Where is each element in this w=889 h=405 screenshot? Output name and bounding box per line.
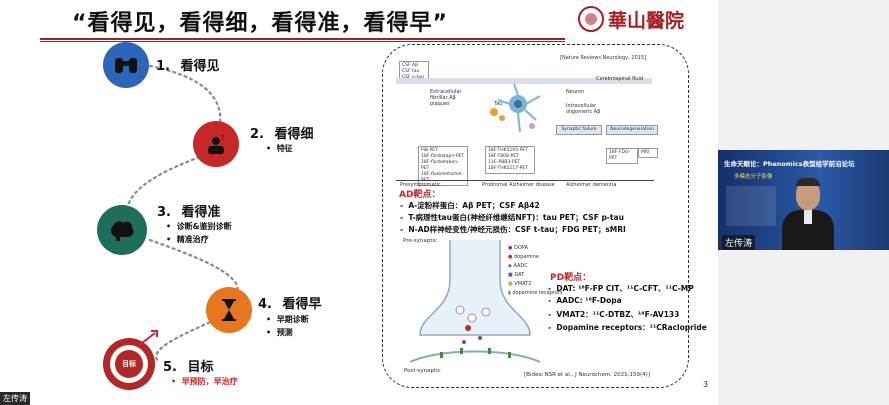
legend-dat: ■ DAT — [508, 272, 525, 278]
pd-target-title: PD靶点： — [550, 273, 592, 283]
item-4-label: 4. 看得早 — [258, 297, 322, 312]
neuron-label: Neuron — [566, 89, 585, 95]
legend-vmat2: ■ VMAT2 — [508, 281, 532, 287]
fdg-box: 18F-FDG-PET — [606, 148, 638, 164]
legend-aadc: ◆ AADC — [508, 263, 528, 269]
tau-label: Tau — [494, 101, 503, 107]
ad-bullet-a: - A-淀粉样蛋白：Aβ PET；CSF Aβ42 — [400, 201, 540, 210]
pd-bullet-vmat2: - VMAT2：¹¹C-DTBZ、¹⁸F-AV133 — [548, 310, 680, 319]
speaker-person — [780, 176, 836, 250]
hospital-logo: 華山醫院 — [608, 10, 685, 32]
binoculars-icon — [115, 58, 137, 73]
active-speaker-tag: 左传涛 — [0, 392, 30, 405]
csf-band — [396, 78, 652, 84]
target-circle: 目标 — [103, 338, 155, 390]
neurodegeneration-box: Neurodegeneration — [606, 125, 658, 135]
target-icon-text: 目标 — [122, 360, 136, 368]
title-underline — [40, 38, 565, 40]
hourglass-icon — [222, 299, 236, 321]
synapse-legend: ● DOPA ● dopamine ◆ AADC ■ DAT ■ VMAT2 ▮… — [508, 244, 563, 298]
title-underline-thin — [40, 41, 565, 42]
stage-presymptomatic: Presymptomatic — [400, 182, 441, 188]
slide-title: “看得见，看得细，看得准，看得早” — [72, 11, 448, 36]
speaker-video-tile[interactable]: 生命天眼论：Phenomics表型组学前沿论坛 多模态分子影像 — [718, 150, 889, 250]
post-synaptic-label: Post-synaptic — [404, 368, 441, 374]
binoculars-circle — [103, 42, 149, 88]
ad-bullet-t: - T-病理性tau蛋白(神经纤维缠结NFT)：tau PET；CSF p-ta… — [400, 213, 624, 222]
pd-bullet-receptors: - Dopamine receptors：¹¹CRaclopride — [548, 323, 707, 332]
backdrop-panel — [726, 186, 776, 226]
person-question-icon: ? — [208, 134, 225, 154]
pd-bullet-aadc: - AADC: ¹⁸F-Dopa — [548, 296, 622, 305]
item-3-sub-1: • 诊断&鉴别诊断 — [166, 222, 232, 231]
legend-dopa: ● DOPA — [508, 245, 528, 251]
item-4-sub-1: • 早期诊断 — [266, 315, 309, 324]
legend-receptors: ▮ dopamine receptors — [508, 290, 563, 296]
pre-synaptic-label: Pre-synaptic — [403, 238, 437, 244]
synapse-illustration — [410, 240, 540, 363]
brain-circle — [97, 205, 147, 255]
hourglass-circle — [206, 287, 252, 333]
item-2-sub-1: • 特征 — [266, 144, 293, 153]
presentation-slide: “看得见，看得细，看得准，看得早” 華山醫院 1. 看得见 ? 2. 看得细 •… — [0, 0, 718, 405]
page-number: 3 — [703, 380, 709, 389]
university-seal-icon — [578, 6, 604, 32]
video-speaker-name: 左传涛 — [722, 235, 756, 250]
item-3-sub-2: • 精准治疗 — [166, 235, 209, 244]
ad-bullet-n: - N-AD样神经变性/神经元损伤：CSF t-tau；FDG PET；sMRI — [400, 225, 626, 234]
forum-banner-title: 生命天眼论：Phenomics表型组学前沿论坛 — [724, 160, 855, 168]
stage-prodromal: Prodromal Alzheimer disease — [482, 182, 555, 188]
stage-axis — [396, 180, 654, 181]
item-1-label: 1. 看得见 — [156, 59, 220, 74]
svg-text:?: ? — [221, 134, 225, 142]
item-5-label: 5. 目标 — [163, 360, 214, 375]
legend-dopamine: ● dopamine — [508, 254, 539, 260]
stage-dementia: Alzheimer dementia — [566, 182, 617, 188]
citation-bottom: [Bidesi NSR et al., J Neurochem. 2021;15… — [524, 372, 650, 378]
dotted-path — [125, 64, 240, 364]
csf-label: Cerebrospinal fluid — [596, 76, 644, 82]
item-3-label: 3. 看得准 — [157, 205, 221, 220]
item-4-sub-2: • 预测 — [266, 328, 293, 337]
ad-target-title: AD靶点： — [399, 190, 441, 200]
neuron-illustration — [490, 83, 541, 133]
item-2-label: 2. 看得细 — [250, 127, 314, 142]
intracellular-label: Intracellular oligomeric Aβ — [566, 103, 601, 115]
arrow-icon — [137, 330, 158, 347]
citation-top: [Nature Reviews Neurology, 2015] — [560, 55, 646, 61]
extracellular-label: Extracellular fibrillar Aβ plaques — [430, 89, 462, 107]
mri-box: MRI — [638, 148, 658, 158]
people-question-circle: ? — [193, 121, 239, 167]
synaptic-failure-box: Synaptic failure — [556, 125, 602, 135]
pd-bullet-dat: - DAT: ¹⁸F-FP CIT、¹¹C-CFT、¹¹C-MP — [548, 284, 694, 293]
brain-icon — [111, 221, 134, 241]
forum-banner-sub: 多模态分子影像 — [734, 174, 773, 180]
item-5-sub-1: • 早预防，早治疗 — [171, 377, 238, 386]
